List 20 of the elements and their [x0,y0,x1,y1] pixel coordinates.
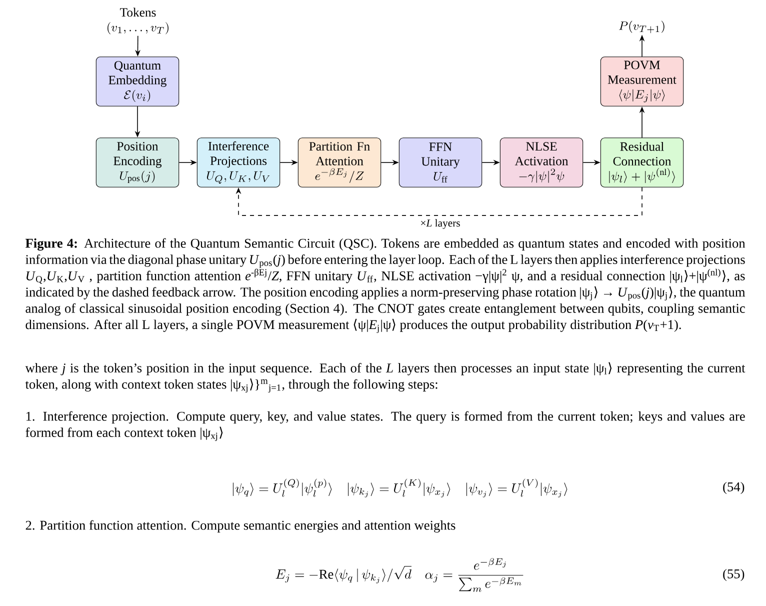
process-box: Residual Connection $|\psi_l\rangle + |\psi^{(\mathrm{nl})}\rangle$ [600,138,684,188]
equation: $|\psi_q\rangle = U_l^{(Q)}|\psi_l^{(p)}\rangle \quad |\psi_{k_j}\rangle = U_l^{(K)}|\psi_{x_j}\rangle \quad |\psi_{v_j}\rangle = U_l^{(V)}|\psi_{x_j}\rangle$ [232,478,568,498]
figure-caption: Figure 4: Architecture of the Quantum Semantic Circuit (QSC). Tokens are embedded as quantum states and encoded with position information via the diagonal phase unitary U$_{pos}$(j) before entering the layer loop. Each of the L layers then applies interference projections U$_{Q}$,U$_{K}$,U$_{V}$ , partition function attention e$^{-βEj}$/Z, FFN unitary U$_{ff}$, NLSE activation −γ|ψ|$^{2}$ ψ, and a residual connection |ψ$_{l}$⟩+|ψ$^{(nl)}$⟩, as indicated by the dashed feedback arrow. The position encoding applies a norm-preserving phase rotation |ψ$_{j}$⟩ → U$_{pos}$(j)|ψ$_{j}$⟩, the quantum analog of classical sinusoidal position encoding (Section 4). The CNOT gates create entanglement between qubits, coupling semantic dimensions. After all L layers, a single POVM measurement ⟨ψ|E$_{j}$|ψ⟩ produces the output probability distribution P(v$_{T}$+1). [26,238,746,333]
feedback-arrow [236,187,642,216]
equation-number: (55) [723,568,744,582]
input-label: Tokens $(v_1, \ldots, v_T)$ [108,8,168,34]
paragraph: where j is the token’s position in the input sequence. Each of the L layers then processes an input state |ψ$_{l}$⟩ representing the current token, along with context token states |ψ$_{xj}$⟩}$^{m}$$_{j=1}$, through the following steps: [25,362,746,393]
process-box: Partition Fn Attention $e^{-\beta E_j}/Z$ [298,138,382,188]
paragraph: 1. Interference projection. Compute query, key, and value states. The query is formed from the current token; keys and values are formed from each context token |ψ$_{xj}$⟩ [26,411,745,441]
process-box: NLSE Activation $-\gamma|\psi|^2\psi$ [500,138,584,188]
paragraph: 2. Partition function attention. Compute semantic energies and attention weights [26,520,456,533]
process-box: Position Encoding $U_{\mathrm{pos}}(j)$ [96,138,180,188]
process-box: Interference Projections $U_Q, U_K, U_V$ [196,138,280,188]
process-box: Quantum Embedding $\mathcal{E}(v_i)$ [96,56,180,106]
process-box: FFN Unitary $U_{\mathrm{ff}}$ [398,138,482,188]
equation-number: (54) [723,482,744,494]
output-label: $P(v_{T+1})$ [619,20,664,34]
equation: $E_j = -\mathrm{Re}\langle\psi_q\,|\,\psi_{k_j}\rangle/\sqrt{d} \quad \alpha_j = \frac{e^{-\beta E_j}}{\sum_m e^{-\beta E_m}}$ [276,558,524,592]
process-box: POVM Measurement $\langle\psi|E_j|\psi\rangle$ [600,56,684,106]
edge-label: ×L layers [418,218,462,230]
